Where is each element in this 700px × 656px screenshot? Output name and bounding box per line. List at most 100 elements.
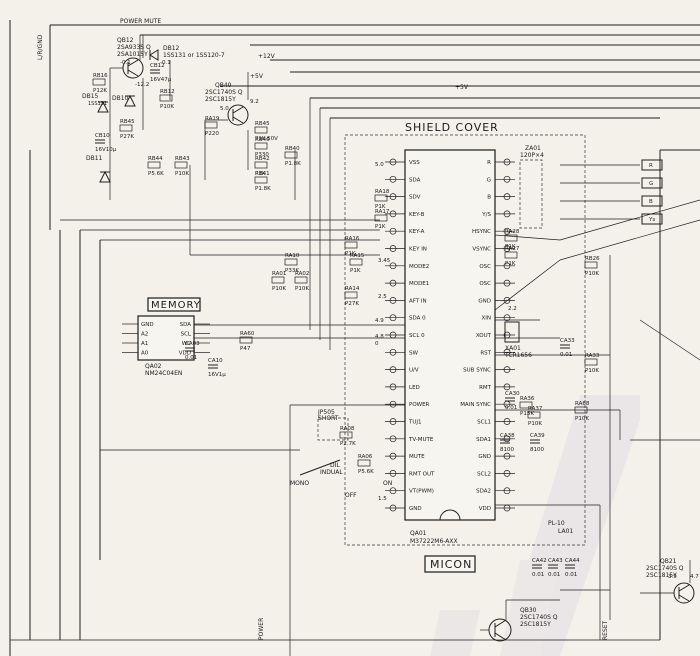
capacitor-ref: CB12 bbox=[150, 63, 165, 69]
main-ic-right-pin-label: XOUT bbox=[476, 333, 492, 339]
resistor-ref: RA68 bbox=[575, 401, 590, 407]
svg-text:DIL: DIL bbox=[330, 462, 340, 469]
resistor-body bbox=[254, 126, 268, 134]
main-ic-right-pin-label: MAIN SYNC bbox=[460, 402, 491, 408]
resistor-value: P12K bbox=[93, 88, 107, 94]
resistor-value: P27K bbox=[345, 301, 359, 307]
capacitor-value: 0.01 bbox=[532, 572, 544, 578]
voltage-readout: 1.5 bbox=[378, 496, 387, 502]
resistor-value: P5.6K bbox=[358, 469, 374, 475]
svg-text:MONO: MONO bbox=[290, 480, 309, 487]
main-ic-right-pin-marker bbox=[503, 245, 511, 252]
diode-db15: DB15 1SS131 bbox=[82, 93, 109, 113]
resistor-body bbox=[239, 336, 253, 344]
main-ic-left-pin-marker bbox=[389, 452, 397, 460]
resistor-value: P5.6K bbox=[148, 171, 164, 177]
resistor-ref: RA36 bbox=[520, 396, 535, 402]
reset-vertical-label: RESET bbox=[602, 620, 609, 640]
resistor-ref: RA06 bbox=[358, 454, 373, 460]
svg-text:SHORT: SHORT bbox=[318, 415, 339, 422]
capacitor-ref: CA39 bbox=[530, 433, 545, 439]
main-ic-left-pin-label: MODE2 bbox=[409, 264, 429, 270]
capacitor-ref: CA30 bbox=[505, 391, 520, 397]
main-ic-left-pin-label: GND bbox=[409, 506, 422, 512]
power-mute-label: POWER MUTE bbox=[120, 18, 161, 25]
resistor-body bbox=[349, 258, 363, 266]
resistor-ref: RA15 bbox=[350, 253, 365, 259]
resistor-body bbox=[254, 176, 268, 184]
memory-ic-part: NM24C04EN bbox=[145, 370, 182, 377]
main-ic-left-pin-label: KEY-A bbox=[409, 229, 425, 235]
transistor-qb12: QB12 2SA933S Q 2SA1015Y bbox=[117, 37, 151, 79]
resistor-ref: RA37 bbox=[528, 406, 543, 412]
svg-text:1SS131 or 1SS120-7: 1SS131 or 1SS120-7 bbox=[163, 52, 225, 59]
main-ic-right-pin-marker bbox=[503, 297, 511, 304]
main-ic-left-pin-label: SDV bbox=[409, 195, 421, 201]
resistor-ref: RB16 bbox=[93, 73, 108, 79]
resistor-value: P10K bbox=[160, 104, 174, 110]
resistor-ref: RB12 bbox=[160, 89, 175, 95]
main-ic-left-pin-label: VT(PWM) bbox=[409, 489, 434, 495]
main-ic-right-pin-label: SUB SYNC bbox=[463, 368, 491, 374]
micon-label: MICON bbox=[430, 558, 472, 571]
resistor-ref: RA08 bbox=[340, 426, 355, 432]
transistor-qb21: QB21 2SC1740S Q 2SC1815Y bbox=[646, 558, 695, 604]
resistor-value: P1K bbox=[505, 261, 516, 267]
main-ic-left-pin-marker bbox=[389, 418, 397, 425]
resistor-ref: RA10 bbox=[285, 253, 300, 259]
main-ic-left-pin-marker bbox=[389, 193, 397, 200]
main-ic-left-pin-marker bbox=[389, 383, 397, 391]
resistor-body bbox=[374, 194, 388, 202]
main-ic-left-pin-marker bbox=[389, 279, 397, 287]
micon-frame bbox=[424, 555, 476, 573]
capacitor-value: 16V10μ bbox=[95, 147, 117, 153]
main-ic-left-pin-marker bbox=[389, 435, 397, 443]
svg-text:OFF: OFF bbox=[345, 492, 357, 499]
resistor-body bbox=[357, 459, 371, 467]
resistor-value: P10K bbox=[295, 286, 309, 292]
main-ic-left-pin-label: KEY-B bbox=[409, 212, 425, 218]
svg-text:JP505: JP505 bbox=[317, 409, 335, 416]
watermark bbox=[430, 395, 640, 656]
svg-text:INDUAL: INDUAL bbox=[320, 469, 343, 476]
main-ic-left-pin-label: SCL 0 bbox=[409, 333, 425, 339]
main-ic-right-pin-label: B bbox=[487, 195, 491, 201]
main-ic-left-pin-marker bbox=[389, 487, 397, 495]
main-ic-right-pin-label: Y/S bbox=[481, 212, 491, 218]
resistor-body bbox=[92, 78, 106, 86]
voltage-readout: -0.1 bbox=[160, 60, 171, 66]
capacitor-value: 16V1μ bbox=[208, 372, 226, 378]
resistor-ref: RB46 bbox=[255, 137, 270, 143]
resistor-value: P2.7K bbox=[340, 441, 356, 447]
resistor-body bbox=[294, 276, 308, 284]
frame-lines bbox=[9, 20, 700, 656]
svg-text:2SA1015Y: 2SA1015Y bbox=[117, 51, 148, 58]
memory-pin-label: A0 bbox=[141, 351, 149, 357]
resistor-value: P10K bbox=[585, 271, 599, 277]
main-ic-right-pin-marker bbox=[503, 227, 511, 235]
main-ic-left-pin-marker bbox=[389, 504, 397, 512]
main-ic-left-pin-marker bbox=[389, 297, 397, 304]
main-ic-left-pin-label: KEY IN bbox=[409, 247, 427, 253]
main-ic-left-pin-marker bbox=[389, 227, 397, 235]
output-terminal-label: Ys bbox=[648, 217, 655, 223]
main-ic-right-pin-marker bbox=[503, 175, 511, 183]
resistor-ref: RB44 bbox=[148, 156, 163, 162]
resistor-value: P10K bbox=[575, 416, 589, 422]
svg-text:ON: ON bbox=[383, 480, 392, 487]
voltage-readout: 4.8 bbox=[375, 334, 384, 340]
resistor-ref: RA17 bbox=[375, 209, 390, 215]
resistor-ref: RA02 bbox=[295, 271, 309, 277]
resistor-value: P330 bbox=[255, 152, 269, 158]
capacitor-ref: CB10 bbox=[95, 133, 110, 139]
resistor-value: P220 bbox=[205, 131, 219, 137]
main-ic-left-pin-label: TUJ1 bbox=[408, 420, 422, 426]
main-ic-left-pin-label: POWER bbox=[409, 402, 430, 408]
resistor-value: P1K bbox=[345, 251, 356, 257]
main-ic-right-pin-label: SCL2 bbox=[477, 471, 491, 477]
main-ic-part: M37222M6-AXX bbox=[410, 538, 458, 545]
main-ic-right-pin-label: OSC bbox=[479, 264, 491, 270]
output-terminal-label: G bbox=[649, 181, 653, 187]
